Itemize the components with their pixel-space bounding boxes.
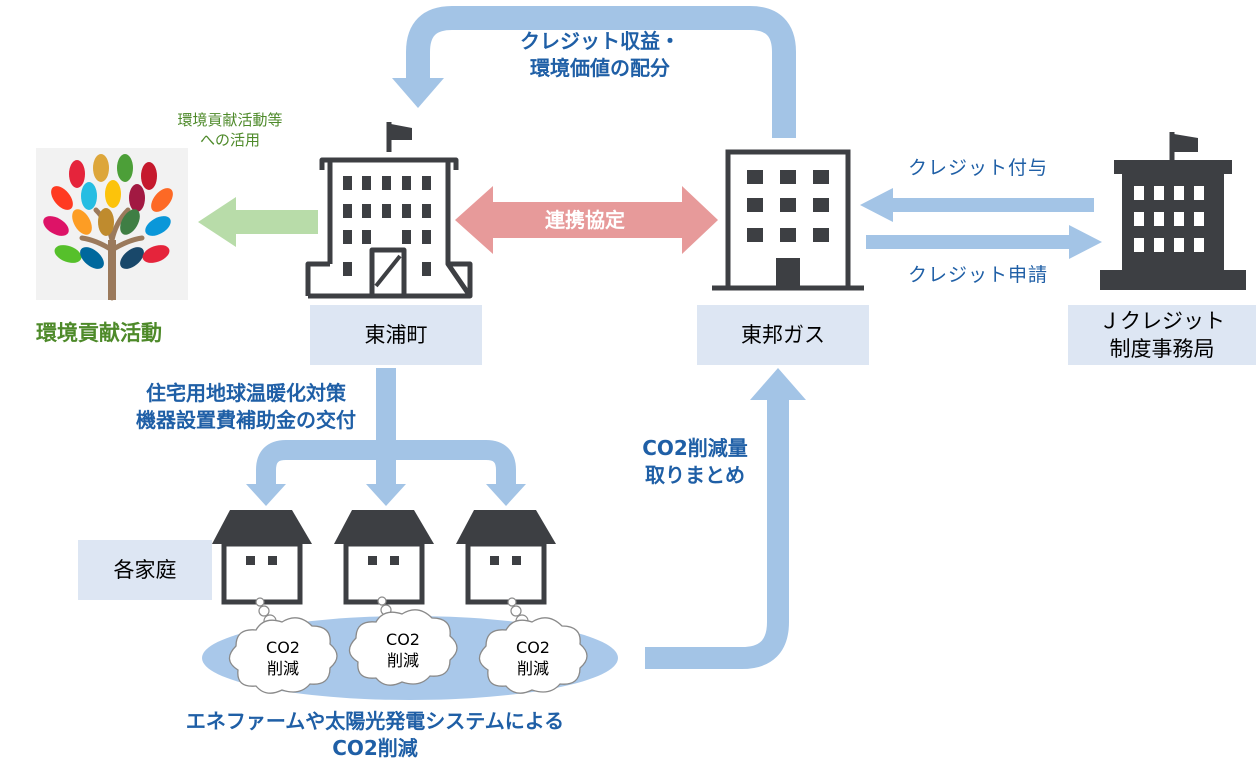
town-box: 東浦町 [310, 305, 482, 365]
credit-revenue-label: クレジット収益・ 環境価値の配分 [480, 28, 720, 82]
credit-apply-arrow [866, 225, 1102, 259]
credit-revenue-arrow [392, 6, 796, 138]
cloud-label: CO2 削減 [255, 637, 311, 679]
jcredit-box: Ｊクレジット 制度事務局 [1068, 305, 1256, 365]
credit-apply-label: クレジット申請 [908, 264, 1049, 286]
partnership-label: 連携協定 [545, 208, 625, 232]
toho-gas-building-icon [712, 149, 864, 291]
co2-summary-line2: 取りまとめ [645, 463, 745, 487]
jcredit-building-icon [1100, 132, 1246, 290]
credit-grant-arrow [860, 188, 1094, 222]
cloud-label-line1: CO2 [386, 630, 420, 649]
town-hall-windows [343, 176, 431, 276]
co2-cloud-icon [348, 609, 458, 686]
cloud-label-line2: 削減 [386, 651, 419, 670]
credit-revenue-line1: クレジット収益・ [520, 29, 680, 53]
co2-cloud-icon [478, 617, 588, 694]
cloud-label: CO2 削減 [375, 629, 431, 671]
env-use-line2: への活用 [199, 131, 260, 149]
house-icon [334, 510, 434, 605]
env-use-arrow [198, 197, 318, 247]
toho-gas-box: 東邦ガス [697, 305, 869, 365]
house-icon [212, 510, 312, 605]
subsidy-line1: 住宅用地球温暖化対策 [146, 381, 346, 405]
sdgs-tree-icon [36, 148, 188, 301]
house-icon [456, 510, 556, 605]
jcredit-line2: 制度事務局 [1109, 337, 1215, 361]
co2-summary-arrow [645, 368, 806, 669]
cloud-label-line2: 削減 [266, 659, 299, 678]
env-activity-title: 環境貢献活動 [36, 321, 162, 345]
cloud-label-line1: CO2 [516, 638, 550, 657]
subsidy-label: 住宅用地球温暖化対策 機器設置費補助金の交付 [96, 380, 396, 434]
cloud-label-line1: CO2 [266, 638, 300, 657]
cloud-label: CO2 削減 [505, 637, 561, 679]
co2-cloud-icon [228, 617, 338, 694]
partnership-arrow [455, 186, 718, 254]
town-hall-icon [305, 122, 473, 299]
subsidy-arrow [246, 368, 526, 506]
co2-summary-label: CO2削減量 取りまとめ [620, 435, 770, 489]
jcredit-line1: Ｊクレジット [1099, 309, 1225, 333]
env-use-label: 環境貢献活動等 への活用 [150, 110, 310, 150]
credit-revenue-line2: 環境価値の配分 [530, 56, 670, 80]
homes-box: 各家庭 [78, 540, 212, 600]
co2-summary-line1: CO2削減量 [642, 436, 748, 460]
env-use-line1: 環境貢献活動等 [177, 111, 283, 129]
subsidy-line2: 機器設置費補助金の交付 [136, 408, 356, 432]
bottom-caption-line1: エネファームや太陽光発電システムによる [185, 709, 565, 733]
bottom-caption-line2: CO2削減 [332, 736, 418, 760]
bottom-caption: エネファームや太陽光発電システムによる CO2削減 [130, 708, 620, 762]
credit-grant-label: クレジット付与 [908, 157, 1049, 179]
cloud-label-line2: 削減 [516, 659, 549, 678]
